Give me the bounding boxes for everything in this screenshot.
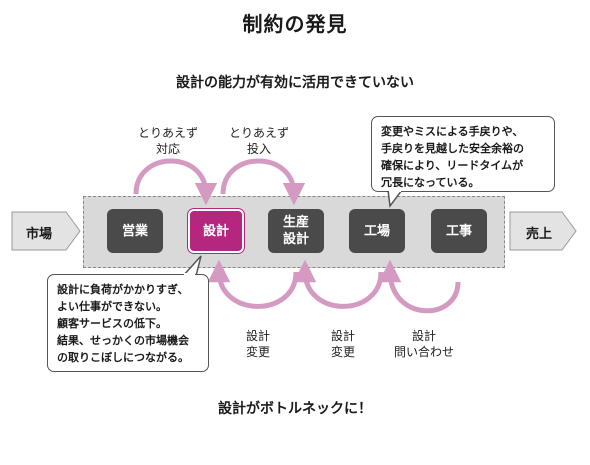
- step-design: 設計: [188, 209, 244, 253]
- step-production-design: 生産 設計: [268, 209, 324, 253]
- flow-arc-bottom-1: [207, 259, 299, 309]
- top-flow-label-1: とりあえず 対応: [137, 126, 198, 156]
- bottom-flow-label-1: 設計 変更: [245, 329, 270, 359]
- step-sales: 営業: [107, 209, 163, 253]
- flow-arc-top-1: [133, 158, 218, 206]
- market-label: 市場: [26, 226, 53, 242]
- flow-arc-top-2: [220, 158, 306, 206]
- flow-arc-bottom-2: [293, 259, 384, 309]
- step-construction: 工事: [431, 209, 487, 253]
- top-flow-label-2: とりあえず 投入: [228, 126, 289, 156]
- diagram-subtitle: 設計の能力が有効に活用できていない: [176, 75, 414, 91]
- diagram-conclusion: 設計がボトルネックに！: [218, 401, 372, 417]
- diagram-title: 制約の発見: [242, 12, 348, 36]
- sales-arrow-shape: [509, 211, 577, 251]
- callout-lead-time: 変更やミスによる手戻りや、 手戻りを見越した安全余裕の 確保により、リードタイム…: [371, 116, 555, 192]
- sales-label: 売上: [526, 226, 553, 242]
- bottom-flow-label-3: 設計 問い合わせ: [393, 329, 454, 359]
- flow-arc-bottom-3: [378, 259, 461, 314]
- market-arrow-shape: [11, 211, 81, 251]
- step-factory: 工場: [349, 209, 405, 253]
- bottom-flow-label-2: 設計 変更: [330, 329, 355, 359]
- callout-design-overload: 設計に負荷がかかりすぎ、 よい仕事ができない。 顧客サービスの低下。 結果、せっ…: [47, 274, 209, 372]
